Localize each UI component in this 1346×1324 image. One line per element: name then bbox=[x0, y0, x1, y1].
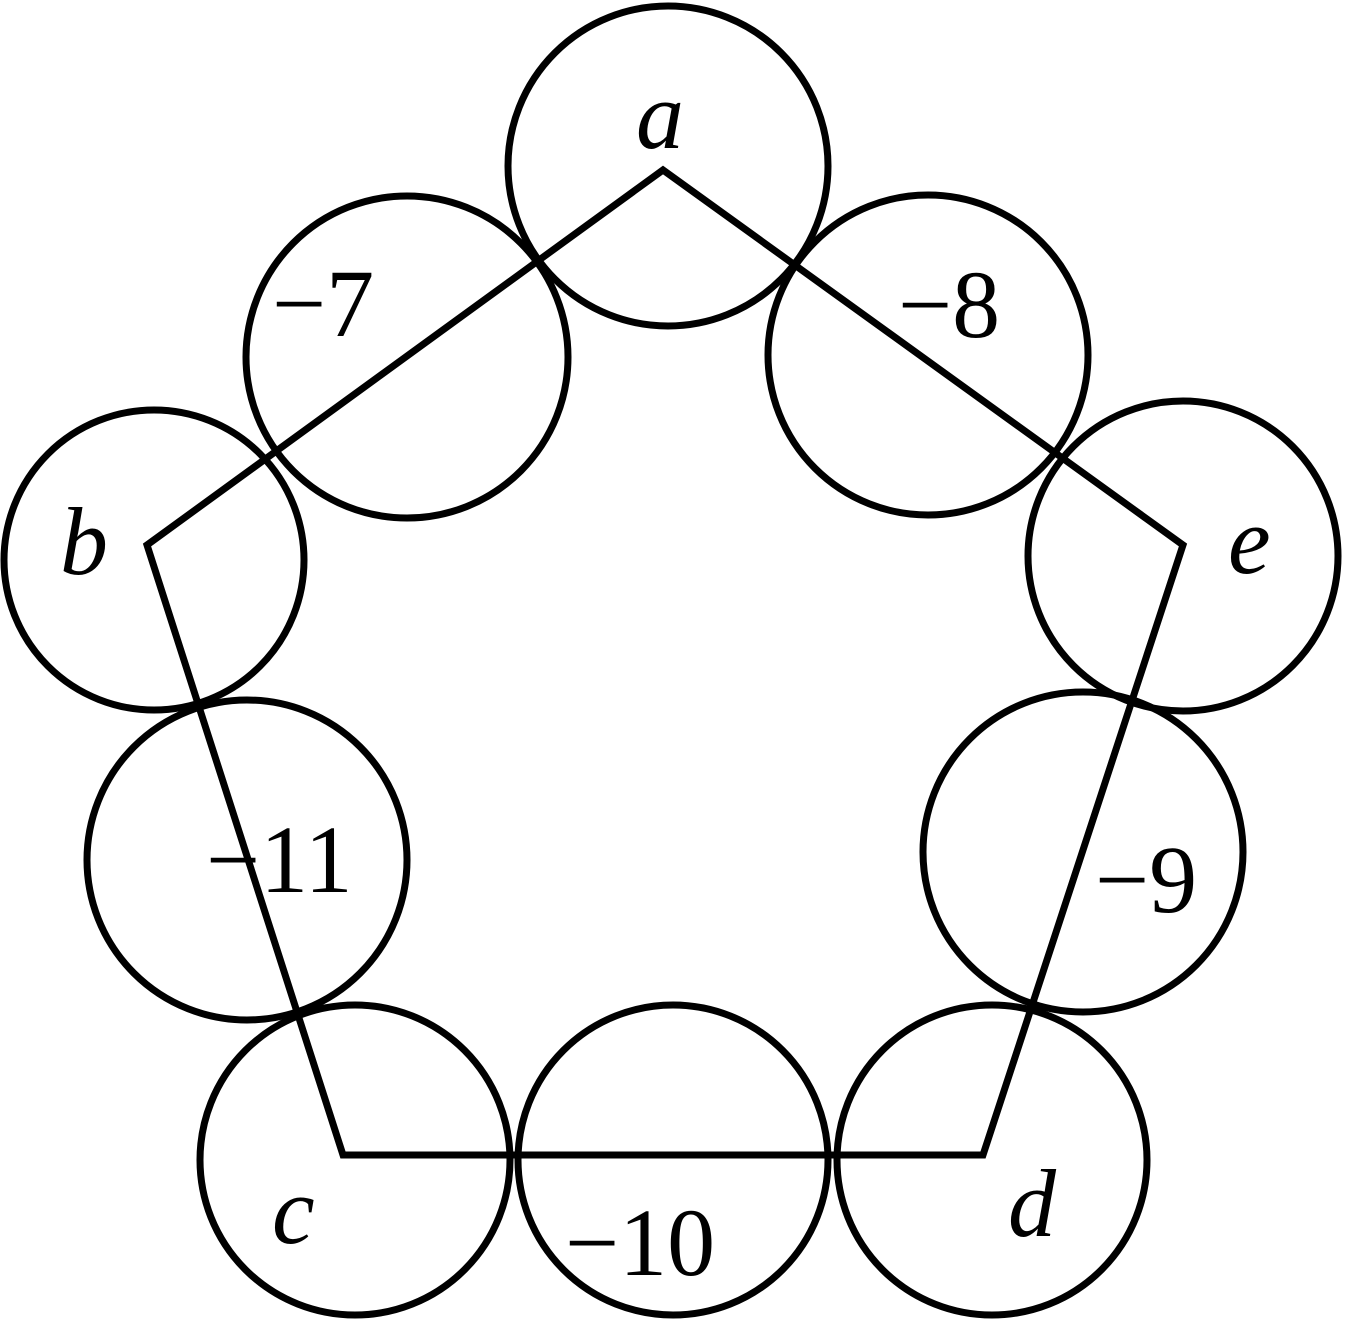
edge-circle-cd bbox=[514, 1001, 832, 1319]
vertex-circle-b bbox=[0, 406, 308, 714]
vertex-label-b: b bbox=[60, 488, 108, 595]
vertex-label-e: e bbox=[1228, 487, 1271, 594]
pentagon-outline bbox=[142, 165, 1188, 1159]
edge-label-ab: −7 bbox=[272, 250, 374, 357]
edge-circle-ab bbox=[242, 192, 572, 522]
edge-circle-bc bbox=[83, 696, 411, 1024]
vertex-circle-d bbox=[833, 1001, 1151, 1319]
vertex-label-d: d bbox=[1008, 1150, 1057, 1257]
vertex-label-c: c bbox=[272, 1157, 315, 1264]
edge-label-ae: −8 bbox=[898, 251, 1000, 358]
vertex-label-a: a bbox=[636, 62, 684, 169]
vertex-circle-a bbox=[504, 2, 832, 330]
edge-circle-ae bbox=[764, 191, 1092, 519]
vertex-circle-c bbox=[196, 1001, 514, 1319]
edge-label-ed: −9 bbox=[1095, 826, 1197, 933]
edge-label-bc: −11 bbox=[206, 806, 353, 913]
edge-label-cd: −10 bbox=[565, 1189, 715, 1296]
edge-circle-ed bbox=[919, 688, 1247, 1016]
vertex-circle-e bbox=[1024, 397, 1342, 715]
